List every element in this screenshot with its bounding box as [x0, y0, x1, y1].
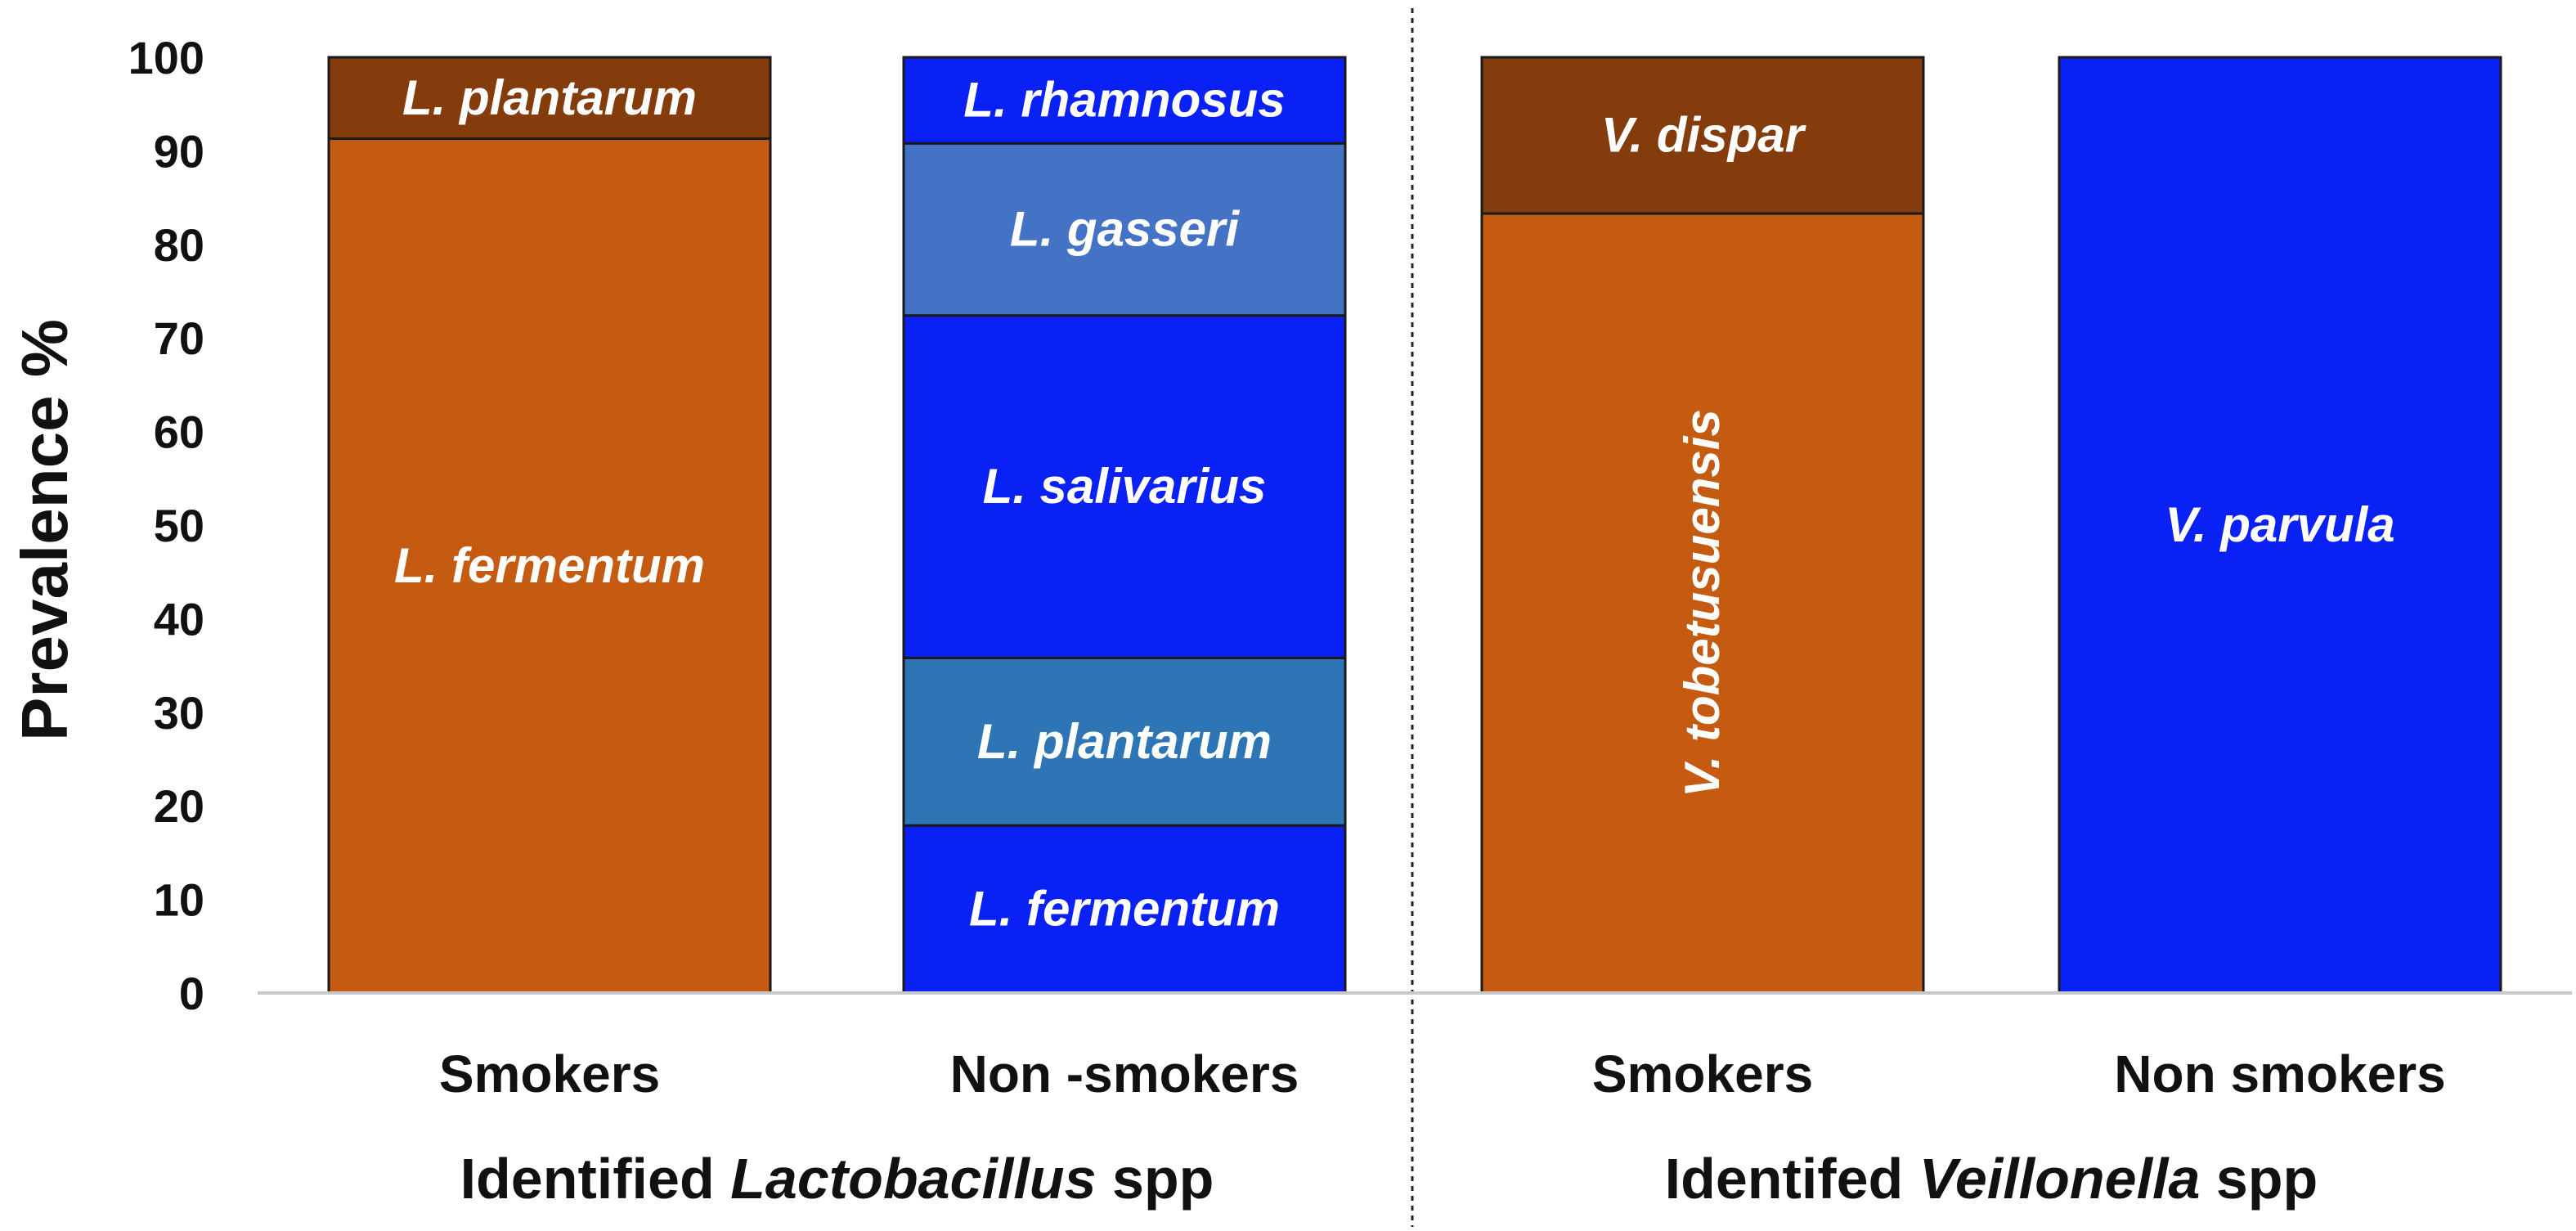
- bar-segment-label: L. gasseri: [1010, 201, 1240, 256]
- bar-segment-label: L. fermentum: [394, 538, 705, 593]
- x-category-label: Smokers: [1592, 1045, 1813, 1103]
- bar-segment: [902, 142, 1347, 317]
- bar-segment: [902, 56, 1347, 145]
- bar-segment: [1480, 56, 1925, 215]
- bar-segment-label: L. fermentum: [969, 882, 1280, 937]
- group-label: Identified Lactobacillus spp: [460, 1147, 1214, 1211]
- group-label: Identifed Veillonella spp: [1665, 1147, 2318, 1211]
- bar-segment: [902, 656, 1347, 827]
- y-tick-label: 70: [154, 312, 204, 364]
- bar-segment-label: L. rhamnosus: [963, 73, 1285, 128]
- bar-segment: [327, 56, 772, 141]
- bar-segment-label: V. dispar: [1601, 108, 1807, 163]
- bar-segment-label: L. plantarum: [402, 70, 697, 125]
- y-axis: 0 10 20 30 40 50 60 70 80 90 100: [128, 32, 204, 1019]
- y-tick-label: 80: [154, 219, 204, 271]
- x-category-label: Non smokers: [2114, 1045, 2445, 1103]
- y-axis-title: Prevalence %: [8, 319, 81, 741]
- bar-segment: [902, 314, 1347, 659]
- x-category-label: Smokers: [439, 1045, 660, 1103]
- bar-segment-label: L. plantarum: [977, 714, 1272, 769]
- y-tick-label: 10: [154, 874, 204, 926]
- bar-segment-label: V. tobetusuensis: [1675, 409, 1730, 797]
- y-tick-label: 0: [179, 968, 204, 1019]
- y-tick-label: 90: [154, 125, 204, 177]
- y-tick-label: 50: [154, 500, 204, 551]
- x-category-label: Non -smokers: [950, 1045, 1299, 1103]
- bars: L. fermentum L. plantarum L. fermentum L. p…: [327, 56, 2502, 995]
- bar-segment: [2058, 56, 2502, 995]
- y-tick-label: 40: [154, 593, 204, 645]
- y-tick-label: 20: [154, 780, 204, 832]
- y-tick-label: 60: [154, 407, 204, 458]
- y-tick-label: 30: [154, 687, 204, 739]
- bar-segment: [1480, 212, 1925, 995]
- bar-segment-label: V. parvula: [2165, 497, 2394, 552]
- bar-segment-label: L. salivarius: [983, 459, 1267, 514]
- bar-segment: [327, 137, 772, 995]
- y-tick-label: 100: [128, 32, 204, 83]
